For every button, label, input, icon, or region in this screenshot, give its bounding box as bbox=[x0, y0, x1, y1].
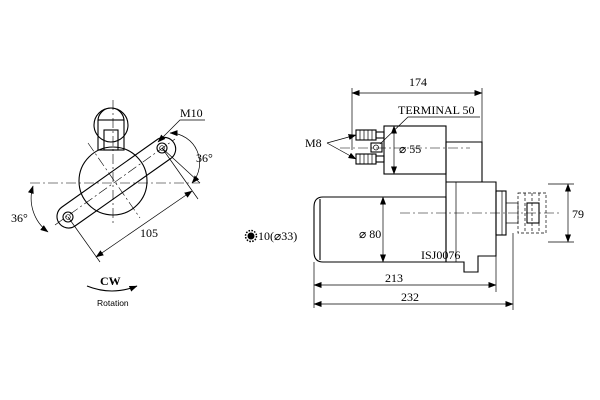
angle-arc-left bbox=[27, 185, 49, 233]
front-view: M10 36° 36° 105 CW Rotation bbox=[11, 100, 213, 308]
angle-arc-top bbox=[169, 130, 200, 184]
dim-213-label: 213 bbox=[385, 271, 403, 285]
part-number-label: ISJ0076 bbox=[421, 248, 460, 262]
solenoid-cap-ring bbox=[93, 107, 129, 143]
dim-174-label: 174 bbox=[409, 75, 427, 89]
motor-body bbox=[313, 196, 447, 263]
m8-leader-lower bbox=[326, 142, 357, 160]
solenoid-boss bbox=[97, 119, 125, 151]
front-centerline-perp bbox=[87, 142, 141, 219]
angle-label-top: 36° bbox=[196, 151, 213, 165]
dim-105-ext-a bbox=[161, 147, 199, 200]
solenoid-cap bbox=[97, 107, 125, 122]
gear-icon bbox=[244, 229, 258, 243]
terminal-stack-lower bbox=[355, 153, 385, 165]
pinion-spec-label: 10(⌀33) bbox=[258, 229, 297, 243]
m10-leader bbox=[157, 119, 205, 143]
mounting-hole-lower bbox=[62, 211, 74, 223]
rotation-label: Rotation bbox=[97, 298, 129, 308]
pinion-height-label: 79 bbox=[572, 207, 584, 221]
mount-distance-label: 105 bbox=[140, 226, 158, 240]
terminal-stack-upper bbox=[355, 129, 385, 141]
terminal-50-leader bbox=[379, 116, 480, 145]
terminal-label: TERMINAL 50 bbox=[398, 103, 475, 117]
solenoid-stem bbox=[103, 129, 119, 151]
drive-housing bbox=[445, 141, 497, 273]
motor-diameter-label: ⌀ 80 bbox=[359, 227, 381, 241]
terminal-50-connector bbox=[370, 142, 383, 153]
angle-leader-top bbox=[161, 147, 201, 184]
dim-232-label: 232 bbox=[401, 290, 419, 304]
side-view: 174 TERMINAL 50 M8 ⌀ 55 ⌀ 80 79 10(⌀33) … bbox=[244, 75, 584, 310]
rotation-direction-label: CW bbox=[100, 274, 121, 288]
mounting-hole-upper bbox=[156, 142, 168, 154]
rotation-arrow bbox=[86, 285, 138, 292]
front-centerline-diag bbox=[54, 138, 176, 226]
solenoid-diameter-label: ⌀ 55 bbox=[399, 142, 421, 156]
angle-label-left: 36° bbox=[11, 211, 28, 225]
dim-105-ext-b bbox=[67, 216, 101, 263]
thread-label: M8 bbox=[305, 136, 322, 150]
dim-105-line bbox=[95, 190, 193, 258]
m8-leader-upper bbox=[326, 134, 357, 144]
bolt-label: M10 bbox=[180, 106, 203, 120]
mounting-hole-upper-inner bbox=[159, 145, 165, 151]
